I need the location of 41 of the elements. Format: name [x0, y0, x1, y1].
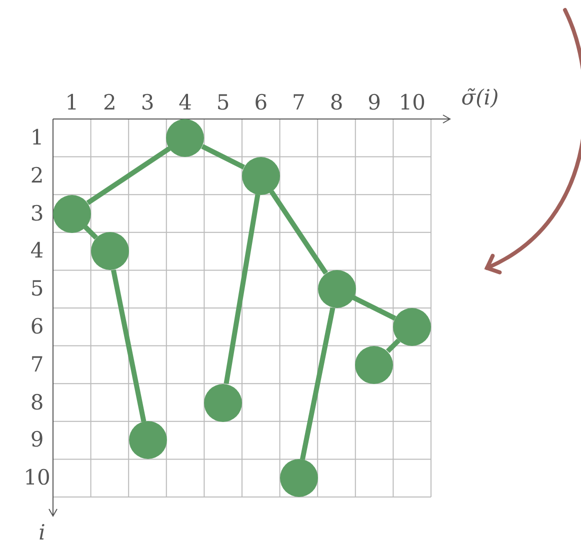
axis-label: i: [38, 522, 46, 543]
vertex-circle: [166, 118, 204, 157]
vertex-circle: [204, 384, 242, 422]
row-number: 10: [24, 468, 50, 489]
connector-line: [224, 194, 260, 384]
column-number: 9: [368, 92, 381, 114]
row-number: 2: [30, 165, 44, 186]
column-number: 10: [398, 92, 426, 114]
connector-line: [86, 146, 171, 206]
column-number: 2: [103, 92, 116, 114]
row-number: 9: [30, 430, 44, 451]
column-number: 4: [178, 92, 192, 114]
vertex-circle: [355, 346, 394, 384]
vertex-circle: [128, 421, 166, 460]
vertex-circle: [242, 156, 280, 195]
vertex-circle: [318, 270, 356, 308]
vertex-circle: [90, 232, 129, 270]
column-number: 5: [216, 92, 230, 114]
row-number: 4: [30, 240, 44, 262]
vertex-circle: [52, 194, 91, 232]
column-number: 7: [292, 92, 306, 114]
connector-line: [300, 307, 336, 460]
column-number: 3: [140, 92, 154, 114]
row-number: 8: [30, 392, 44, 413]
vertex-circle: [393, 308, 432, 346]
column-number: 1: [65, 92, 79, 114]
row-number: 3: [30, 203, 44, 224]
connector-line: [110, 269, 146, 422]
column-number: 8: [330, 92, 344, 114]
connector-line: [352, 295, 396, 321]
connector-line: [201, 144, 246, 170]
axis-label: σ̃(i): [461, 88, 499, 108]
row-number: 6: [30, 316, 44, 338]
row-number: 1: [30, 127, 44, 148]
connector-line: [269, 190, 328, 275]
connector-line: [386, 338, 400, 354]
column-number: 6: [254, 92, 268, 114]
row-number: 5: [30, 278, 44, 300]
connector-line: [84, 225, 98, 240]
row-number: 7: [30, 354, 44, 376]
vertex-circle: [280, 459, 318, 498]
